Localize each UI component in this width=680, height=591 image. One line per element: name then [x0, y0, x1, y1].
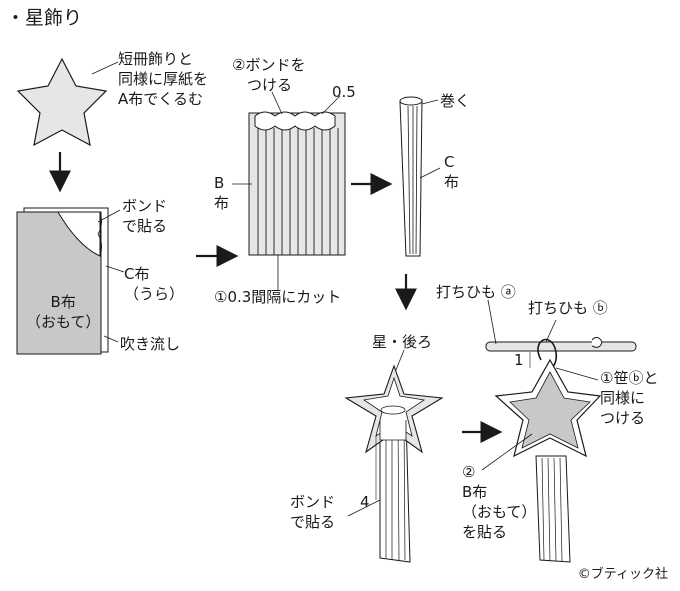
cloth-stack-figure	[16, 207, 109, 355]
cloth-c-right-label: C 布	[444, 153, 460, 191]
star-back-label: 星・後ろ	[372, 333, 433, 351]
size-1-label: 1	[514, 351, 524, 369]
cloth-c-back-label: C布 （うら）	[124, 265, 185, 303]
bond-apply-leader	[271, 91, 283, 115]
copyright: ©ブティック社	[577, 567, 668, 582]
cloth-b-front-label: B布 （おもて）	[26, 293, 101, 331]
bond-apply-label: ②ボンドを つける	[232, 56, 306, 94]
same-as-bamboo-label: ①笹ⓑと 同様に つける	[600, 369, 659, 427]
hanging-star-figure	[485, 336, 637, 563]
cut-interval-label: ①0.3間隔にカット	[214, 288, 342, 306]
same-as-leader	[555, 367, 599, 381]
bond-paste-label-2: ボンド で貼る	[290, 493, 336, 531]
star-note-leader	[91, 61, 119, 75]
bond-leader-2	[347, 499, 381, 517]
roll-leader	[421, 99, 439, 105]
cloth-b-left-label: B 布	[214, 174, 230, 212]
bond-leader-1	[97, 209, 121, 223]
size-4-label: 4	[360, 493, 370, 511]
paste-b-front-label: ② B布 （おもて） を貼る	[462, 463, 537, 541]
cloth-c-right-leader	[419, 167, 441, 179]
bond-paste-label-1: ボンド で貼る	[122, 197, 168, 235]
roll-label: 巻く	[440, 92, 471, 110]
star-back-leader	[395, 349, 405, 371]
rolled-tassel-figure	[399, 96, 423, 257]
cord-a-label: 打ちひも ⓐ	[436, 283, 516, 301]
fringe-cut-figure	[248, 111, 346, 256]
size-05-label: 0.5	[332, 83, 356, 101]
page-title: ・星飾り	[6, 7, 83, 29]
star-note-label: 短冊飾りと 同様に厚紙を A布でくるむ	[118, 50, 209, 108]
fukinagashi-label: 吹き流し	[120, 335, 181, 353]
star-cardboard-figure	[16, 57, 108, 147]
fukinagashi-leader	[103, 335, 119, 343]
cord-b-leader	[545, 319, 557, 343]
cord-b-label: 打ちひも ⓑ	[528, 299, 608, 317]
paste-leader	[481, 433, 533, 471]
cord-a-leader	[487, 299, 497, 345]
star-back-assembly-figure	[344, 364, 444, 563]
size-05-leader	[321, 95, 341, 115]
cloth-c-leader	[105, 265, 125, 273]
